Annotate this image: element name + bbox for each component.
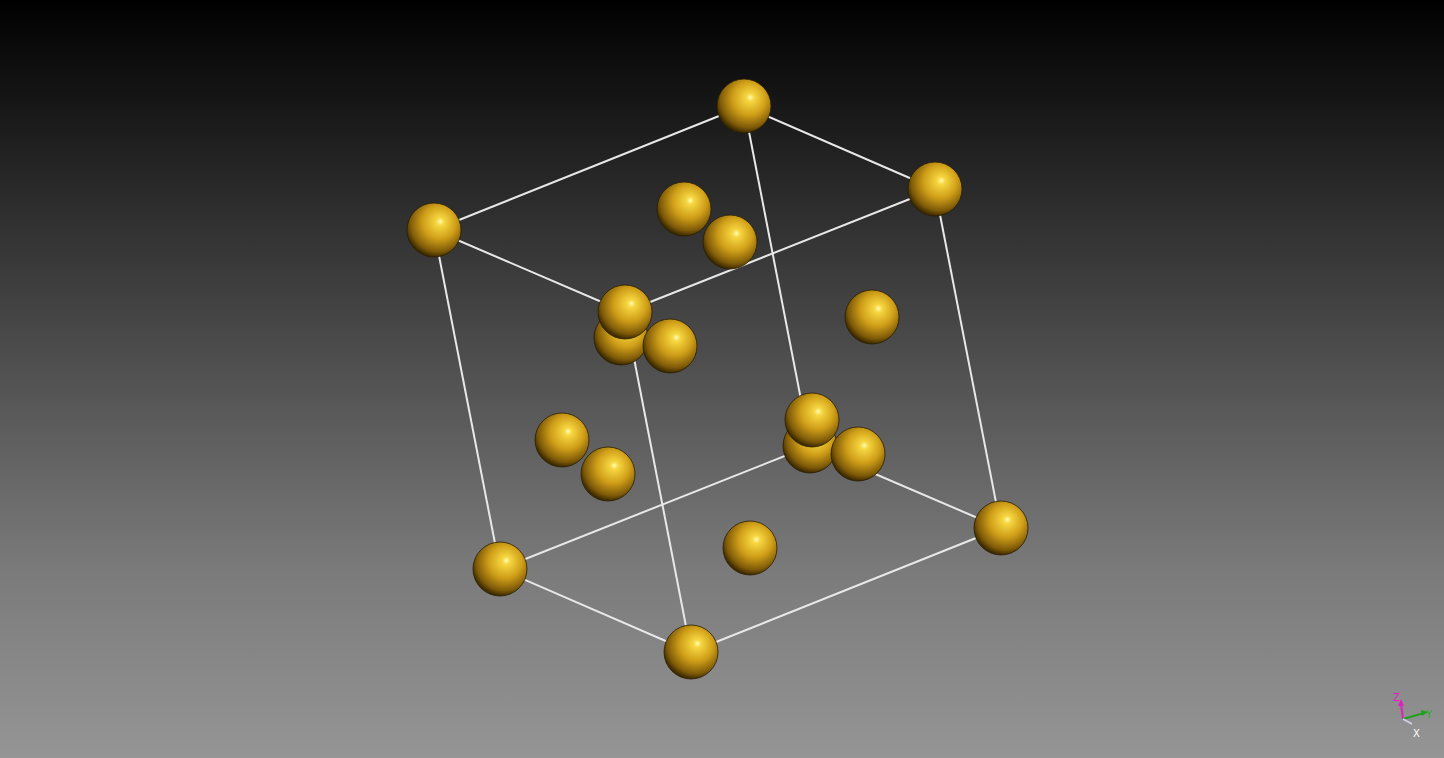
axis-label-box: X	[1413, 722, 1420, 741]
cell-edge	[434, 230, 625, 312]
atom-sphere	[723, 521, 777, 575]
axis-triad	[1398, 699, 1428, 724]
atom-sphere	[785, 393, 839, 447]
atom-sphere	[717, 79, 771, 133]
atom-sphere	[535, 413, 589, 467]
y-axis	[1403, 713, 1424, 719]
atom-sphere	[643, 319, 697, 373]
atom-sphere	[657, 182, 711, 236]
atom-sphere	[908, 162, 962, 216]
atom-sphere	[473, 542, 527, 596]
atom-sphere	[703, 215, 757, 269]
atom-sphere	[831, 427, 885, 481]
axis-label: X	[1413, 728, 1420, 739]
atom-sphere	[407, 203, 461, 257]
axis-label-box: Y	[1426, 703, 1432, 722]
cell-edge	[500, 569, 691, 652]
atom-sphere	[845, 290, 899, 344]
axis-label-box: Z	[1393, 686, 1400, 705]
x-axis	[1403, 719, 1412, 724]
unit-cell	[434, 106, 1001, 652]
axis-label: Z	[1393, 692, 1400, 703]
atom-sphere	[581, 447, 635, 501]
cell-edge	[744, 106, 935, 189]
atom-sphere	[598, 285, 652, 339]
cell-edge	[935, 189, 1001, 528]
atoms	[407, 79, 1028, 679]
cell-edge	[744, 106, 810, 446]
axis-label: Y	[1426, 709, 1432, 720]
z-axis	[1401, 704, 1403, 719]
atom-sphere	[974, 501, 1028, 555]
cell-edge	[434, 230, 500, 569]
atom-sphere	[664, 625, 718, 679]
